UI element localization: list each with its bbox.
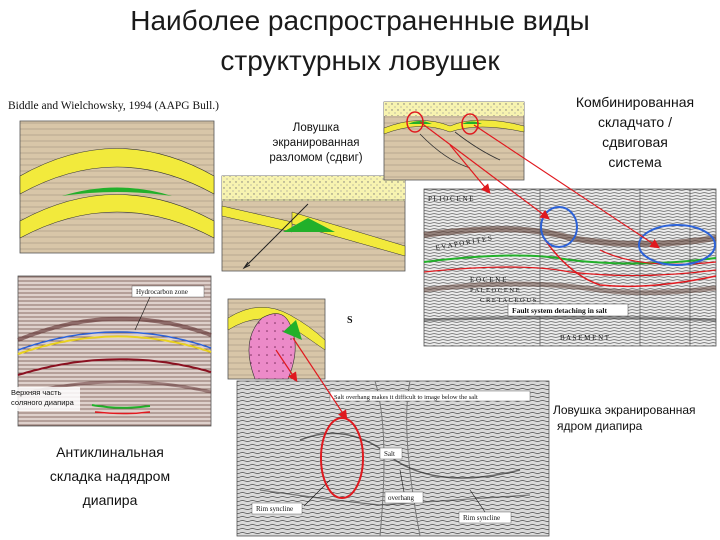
fault-system-label: Fault system detaching in salt <box>512 306 608 315</box>
pliocene-label: P L I O C E N E <box>428 195 474 203</box>
hydrocarbon-zone-label: Hydrocarbon zone <box>136 288 188 296</box>
s-marker: S <box>347 315 353 326</box>
fold-thrust-seismic-section: P L I O C E N E E V A P O R I T E S E O … <box>424 189 716 346</box>
cretaceous-label: C R E T A C E O U S <box>480 297 537 304</box>
salt-top-label-line-1: Верхняя часть <box>11 388 83 398</box>
basement-label: B A S E M E N T <box>560 334 610 342</box>
paleocene-label: P A L E O C E N E <box>470 287 520 294</box>
rim-syncline-right-label: Rim syncline <box>463 514 500 522</box>
fold-thrust-diagram <box>384 102 524 180</box>
rim-syncline-left-label: Rim syncline <box>256 505 293 513</box>
salt-top-label: Верхняя часть соляного диапира <box>11 388 83 408</box>
anticline-diagram <box>20 121 214 253</box>
salt-label: Salt <box>384 450 395 458</box>
fault-trap-diagram <box>222 176 405 271</box>
salt-overhang-note: Salt overhang makes it difficult to imag… <box>334 394 478 401</box>
salt-seismic-section: Salt overhang makes it difficult to imag… <box>237 381 549 536</box>
salt-diapir-diagram <box>228 299 325 379</box>
eocene-label: E O C E N E <box>470 276 506 284</box>
salt-top-label-line-2: соляного диапира <box>11 398 83 408</box>
overhang-label: overhang <box>388 494 415 502</box>
